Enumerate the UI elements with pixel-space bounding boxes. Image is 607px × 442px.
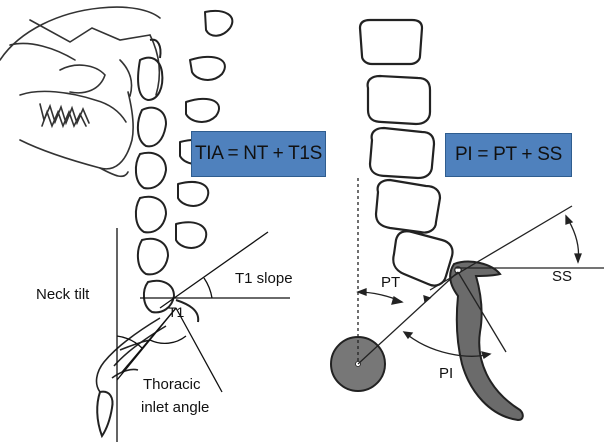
tia-formula-text: TIA = NT + T1S [195, 143, 322, 165]
lumbar-vertebrae [360, 20, 453, 286]
sacral-slope-label: SS [552, 268, 572, 285]
pi-formula-box: PI = PT + SS [445, 133, 572, 177]
tia-formula-box: TIA = NT + T1S [191, 131, 326, 177]
pelvic-tilt-label: PT [381, 274, 400, 291]
pelvis-sacrum [450, 262, 523, 420]
t1-label: T1 [168, 304, 184, 320]
neck-tilt-label: Neck tilt [36, 286, 89, 303]
skull-drawing [0, 7, 160, 176]
thoracic-inlet-label-line1: Thoracic [143, 376, 201, 393]
pi-formula-text: PI = PT + SS [455, 144, 562, 166]
t1-slope-label: T1 slope [235, 270, 293, 287]
thoracic-inlet-label-line2: inlet angle [141, 399, 209, 416]
pelvic-incidence-label: PI [439, 365, 453, 382]
